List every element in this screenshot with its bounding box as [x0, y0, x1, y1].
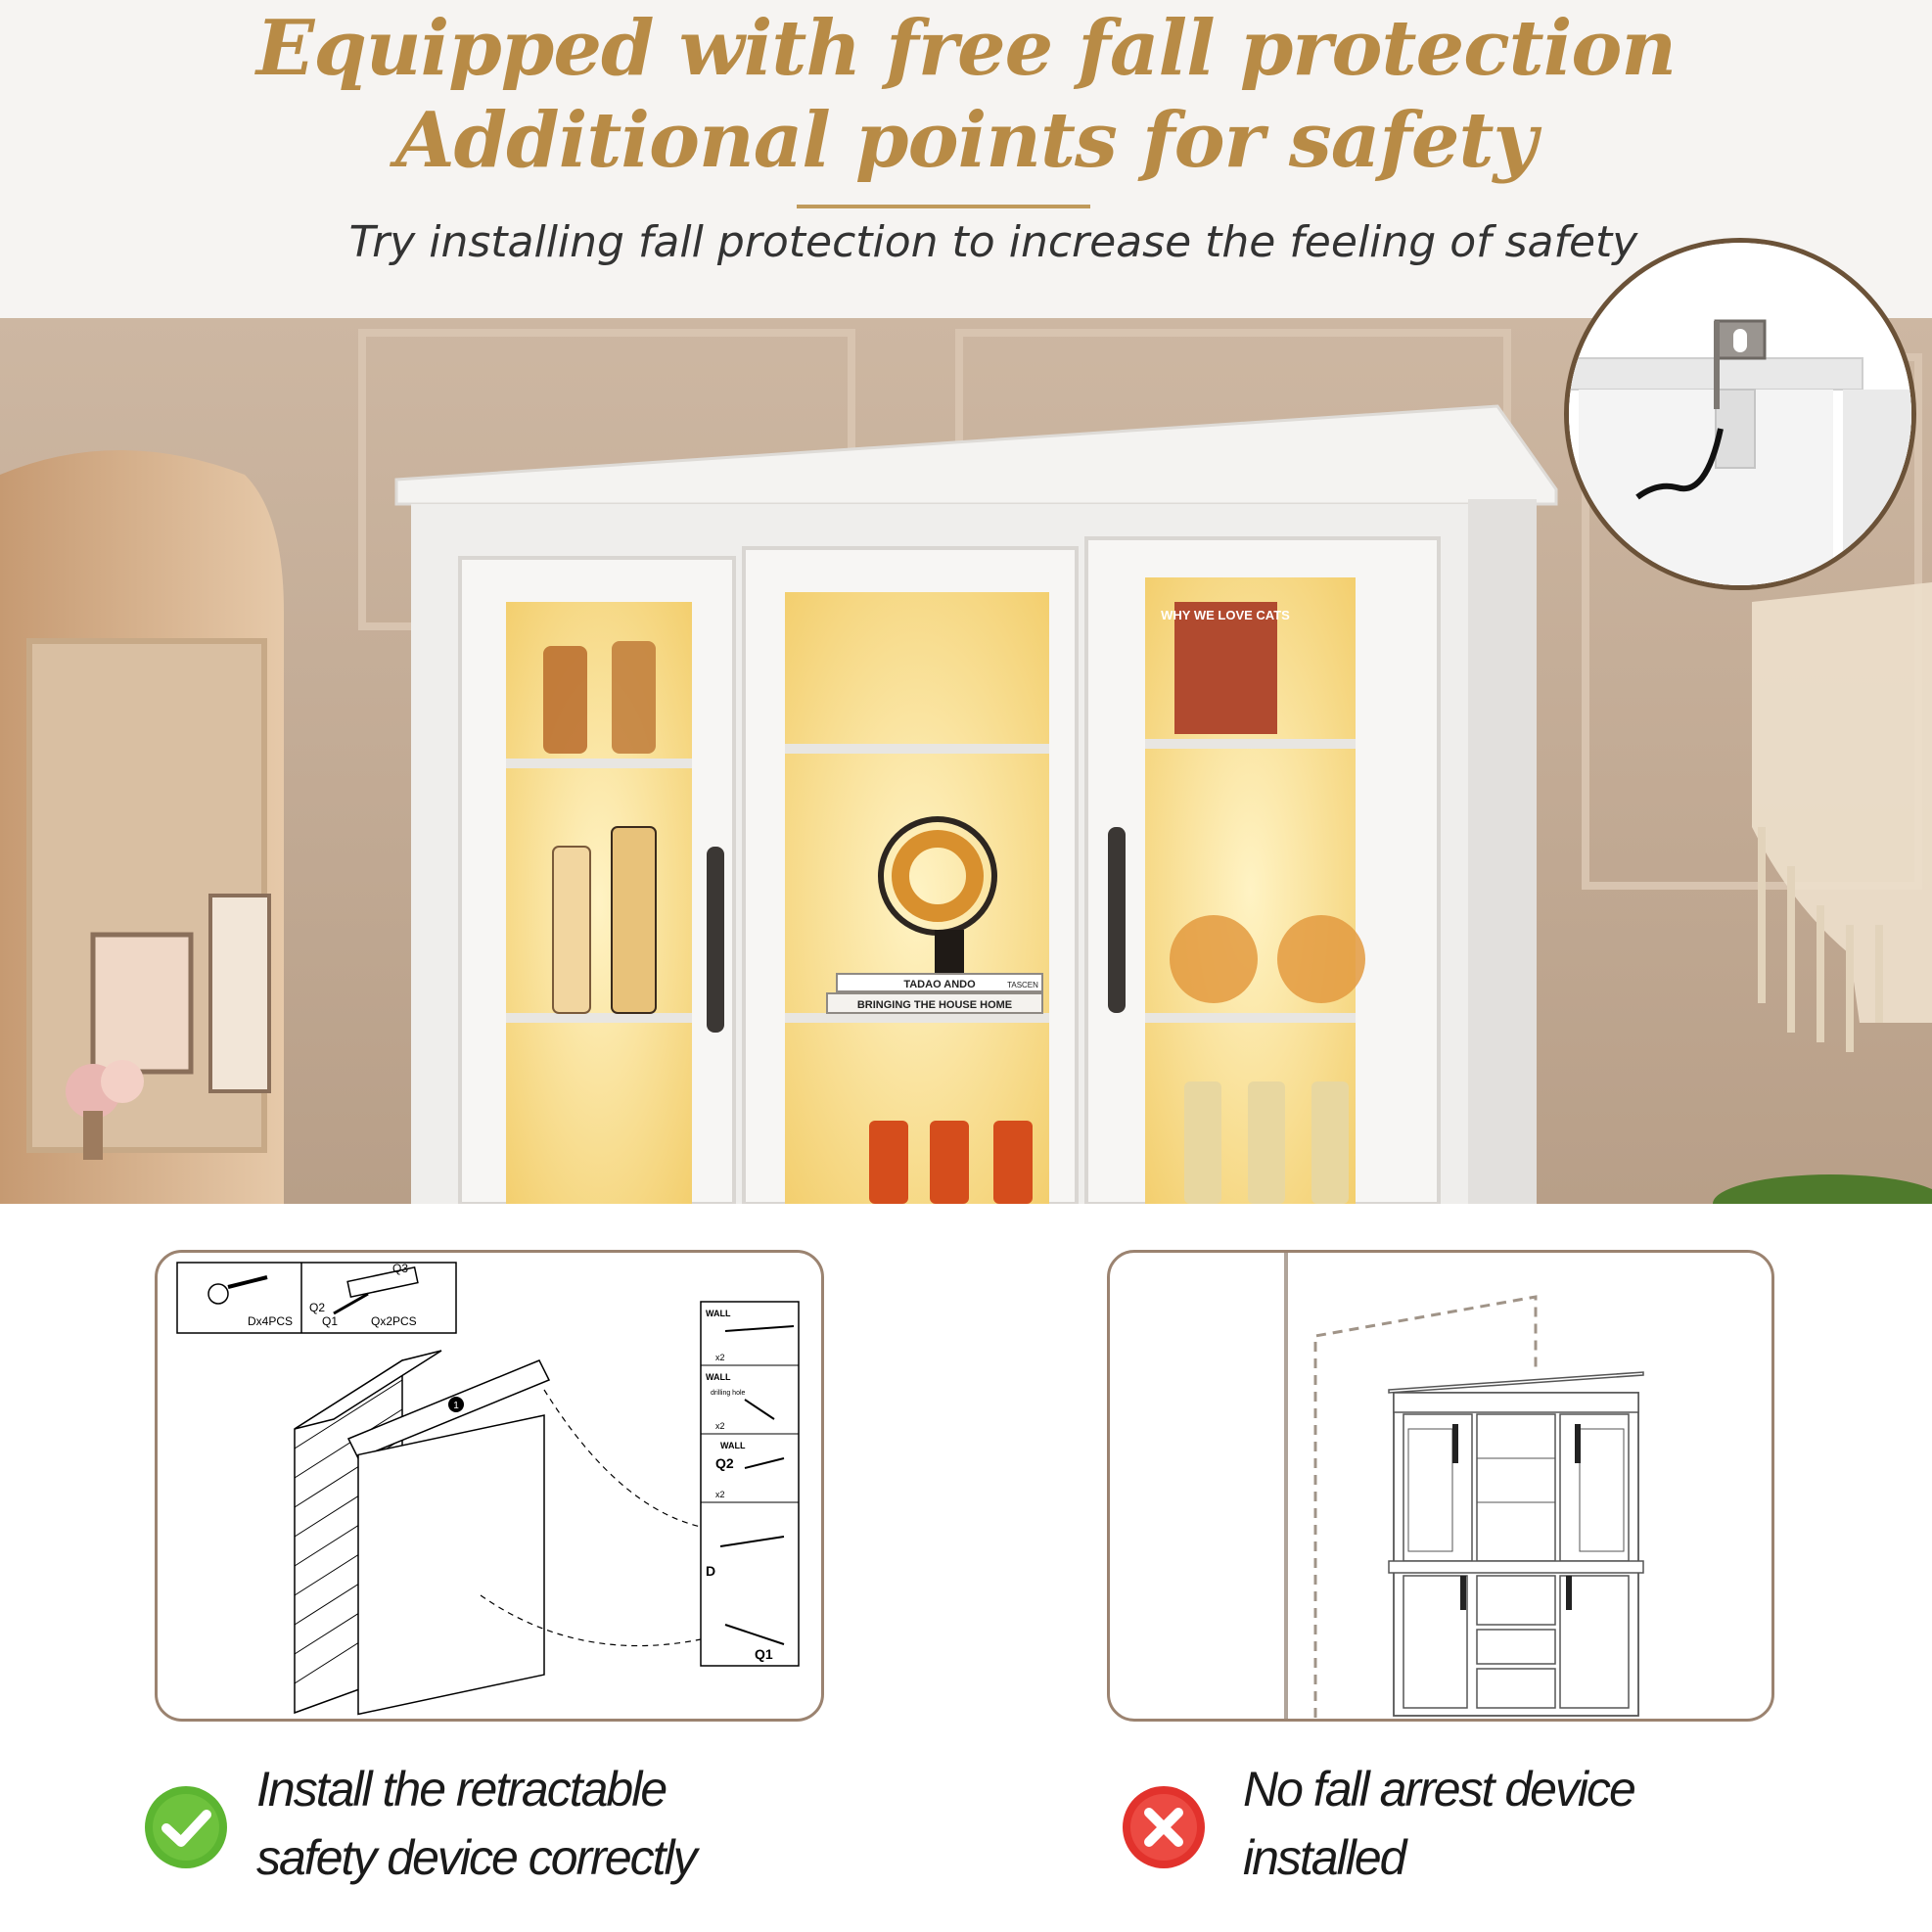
book-top — [836, 973, 1043, 992]
title-line-1: Equipped with free fall protection — [255, 4, 1677, 93]
step3-wall-label: WALL — [720, 1441, 746, 1450]
upper-right-door — [1559, 1413, 1630, 1562]
shelf — [785, 1013, 1049, 1023]
bracket-icon — [346, 1266, 419, 1298]
label-q1: Q1 — [322, 1314, 338, 1328]
lower-left-door — [1403, 1575, 1468, 1709]
screw-quantity: Dx4PCS — [248, 1314, 293, 1328]
product-photo: WHY WE LOVE CATS TADAO ANDO TASCEN BRING… — [0, 318, 1932, 1204]
screw-icon — [207, 1283, 229, 1305]
subtitle: Try installing fall protection to increa… — [348, 217, 1638, 267]
no-device-caption: No fall arrest device installed — [1243, 1762, 1636, 1885]
wine-bottle — [1184, 1081, 1221, 1204]
shelf — [785, 744, 1049, 754]
wall-art-frame — [90, 932, 194, 1075]
step4-d-label: D — [706, 1563, 715, 1579]
book-top-publisher: TASCEN — [1007, 981, 1038, 989]
shelf — [1145, 739, 1356, 749]
checkmark-icon — [145, 1786, 227, 1868]
step2-count: x2 — [715, 1421, 725, 1431]
door-handle — [1108, 827, 1126, 1013]
step2-wall-label: WALL — [706, 1372, 731, 1382]
cross-icon — [1123, 1786, 1205, 1868]
jar — [612, 641, 656, 754]
label-q2: Q2 — [309, 1301, 325, 1314]
wall-art-frame — [208, 894, 271, 1093]
header-banner: Equipped with free fall protection Addit… — [0, 0, 1932, 318]
step4-q1-label: Q1 — [755, 1646, 773, 1662]
book-bottom — [826, 992, 1043, 1014]
jar — [543, 646, 587, 754]
title-line-2: Additional points for safety — [395, 96, 1538, 185]
cabinet-iso-top — [346, 1359, 551, 1459]
step1-wall-label: WALL — [706, 1309, 731, 1318]
cabinet-scene: WHY WE LOVE CATS TADAO ANDO TASCEN BRING… — [0, 318, 1932, 1204]
bottle — [869, 1121, 908, 1204]
bottle — [611, 826, 657, 1014]
door-handle — [707, 847, 724, 1033]
step-marker — [448, 1397, 464, 1412]
drawer — [1476, 1668, 1556, 1709]
anchor-detail-zoom — [1564, 238, 1916, 590]
title-divider — [797, 205, 1090, 208]
drilling-hole-label: drilling hole — [711, 1390, 746, 1397]
shelf — [506, 759, 692, 768]
step3-q2-label: Q2 — [715, 1455, 734, 1471]
door-handle — [1452, 1424, 1458, 1463]
cabinet-iso-body — [357, 1414, 545, 1716]
macrame-wall-hanging — [1752, 582, 1932, 1023]
drawer — [1476, 1629, 1556, 1665]
glass-panel-left — [506, 602, 692, 1204]
shelf — [1145, 1013, 1356, 1023]
plant — [1713, 1174, 1932, 1204]
cabinet-crown — [394, 404, 1558, 506]
cat-book — [1174, 602, 1277, 734]
cabinet-crown-outline — [1393, 1392, 1639, 1413]
step1-count: x2 — [715, 1353, 725, 1362]
bottle — [552, 846, 591, 1014]
bracket-slot — [1733, 329, 1747, 352]
steps-column — [700, 1301, 800, 1667]
cabinet-side — [1468, 499, 1537, 1204]
book-top-title: TADAO ANDO — [903, 979, 976, 990]
correct-install-diagram: Dx4PCS Q3 Q2 Q1 Qx2PCS 1 WALL x2 WALL dr… — [155, 1250, 824, 1722]
no-device-diagram — [1107, 1250, 1774, 1722]
book-bottom-title: BRINGING THE HOUSE HOME — [857, 999, 1012, 1011]
tipping-outline — [1313, 1295, 1538, 1718]
wine-rack — [1476, 1575, 1556, 1626]
step3-count: x2 — [715, 1490, 725, 1499]
shelf — [506, 1013, 692, 1023]
label-q3: Q3 — [392, 1262, 408, 1275]
anchor-icon — [333, 1292, 369, 1315]
anchor-quantity: Qx2PCS — [371, 1314, 417, 1328]
correct-install-caption: Install the retractable safety device co… — [256, 1762, 698, 1885]
led-cable — [1635, 428, 1724, 500]
cat-book-title: WHY WE LOVE CATS — [1161, 608, 1290, 622]
callout-line — [480, 1389, 702, 1647]
upper-left-door — [1403, 1413, 1473, 1562]
decanter — [1170, 915, 1258, 1003]
step-illustrations — [719, 1325, 795, 1645]
svg-text:1: 1 — [453, 1401, 459, 1411]
upper-center-door — [1476, 1413, 1556, 1562]
